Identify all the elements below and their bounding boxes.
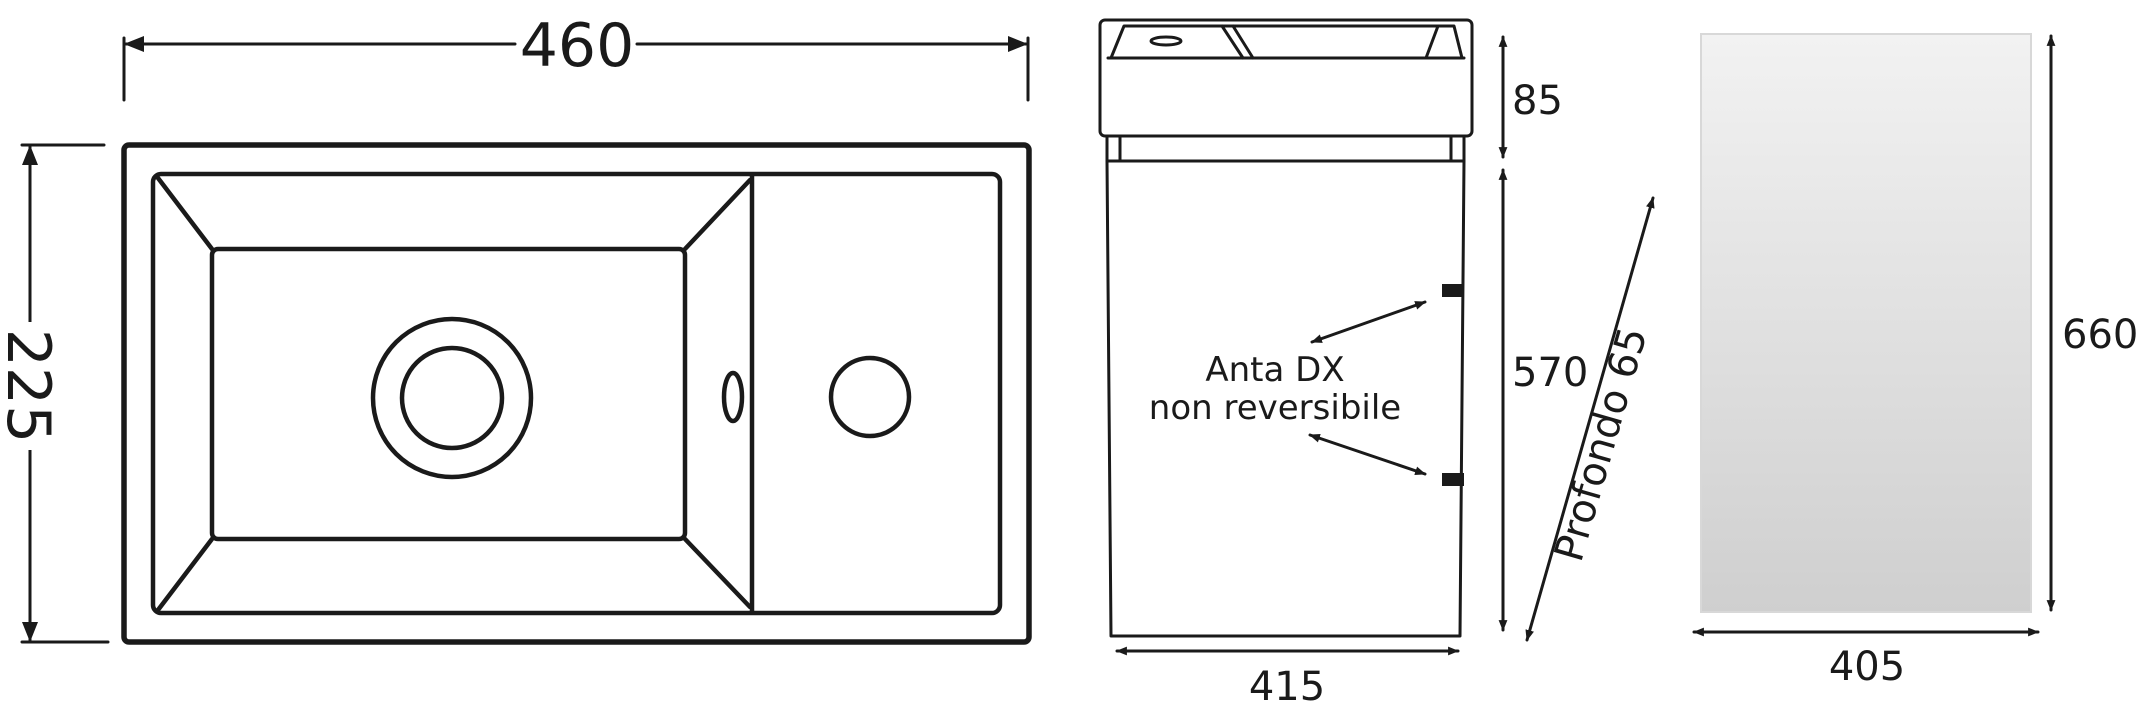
mirror-view: 660 405 xyxy=(1692,33,2138,690)
basin-divider-left xyxy=(1220,24,1245,60)
hinge-bottom xyxy=(1442,473,1464,486)
sink-inner-rim xyxy=(150,171,1003,616)
dim-415-label: 415 xyxy=(1249,664,1325,709)
sink-outline xyxy=(121,142,1032,645)
hinge-arrow-top xyxy=(1310,300,1427,344)
dim-460-label: 460 xyxy=(520,11,635,81)
basin-corner-tl xyxy=(155,175,215,252)
dim-225-label: 225 xyxy=(0,329,63,444)
hinge-top xyxy=(1442,284,1464,297)
basin-corner-br xyxy=(682,536,753,610)
note-line-1: Anta DX xyxy=(1205,350,1344,390)
overflow-hole xyxy=(721,370,745,424)
basin-slope-right xyxy=(1424,24,1440,60)
cabinet-front-view: Anta DX non reversibile 85 570 415 Profo… xyxy=(1098,18,1657,709)
hinge-arrow-bottom xyxy=(1308,433,1427,476)
basin-corner-bl xyxy=(155,536,215,613)
basin-divider-right xyxy=(1231,24,1255,60)
dim-85-label: 85 xyxy=(1512,78,1563,124)
drain-outer xyxy=(370,316,534,480)
basin-bottom xyxy=(209,246,688,542)
dim-660-label: 660 xyxy=(2062,312,2138,358)
cabinet-body xyxy=(1105,159,1466,638)
basin-inner-rim xyxy=(1109,24,1464,60)
note-line-2: non reversibile xyxy=(1149,388,1401,428)
depth-dim-line xyxy=(1525,196,1655,642)
sink-top-view: 460 225 xyxy=(0,11,1032,645)
dim-405-label: 405 xyxy=(1829,644,1905,690)
drain-inner xyxy=(399,345,505,451)
basin-corner-tr xyxy=(682,177,753,252)
dim-570-label: 570 xyxy=(1512,350,1588,396)
cabinet-neck xyxy=(1105,134,1466,163)
tap-hole xyxy=(828,355,912,439)
basin-tap-hole xyxy=(1149,35,1183,47)
dim-225-label-bg xyxy=(8,322,54,450)
mirror-panel xyxy=(1700,33,2032,613)
